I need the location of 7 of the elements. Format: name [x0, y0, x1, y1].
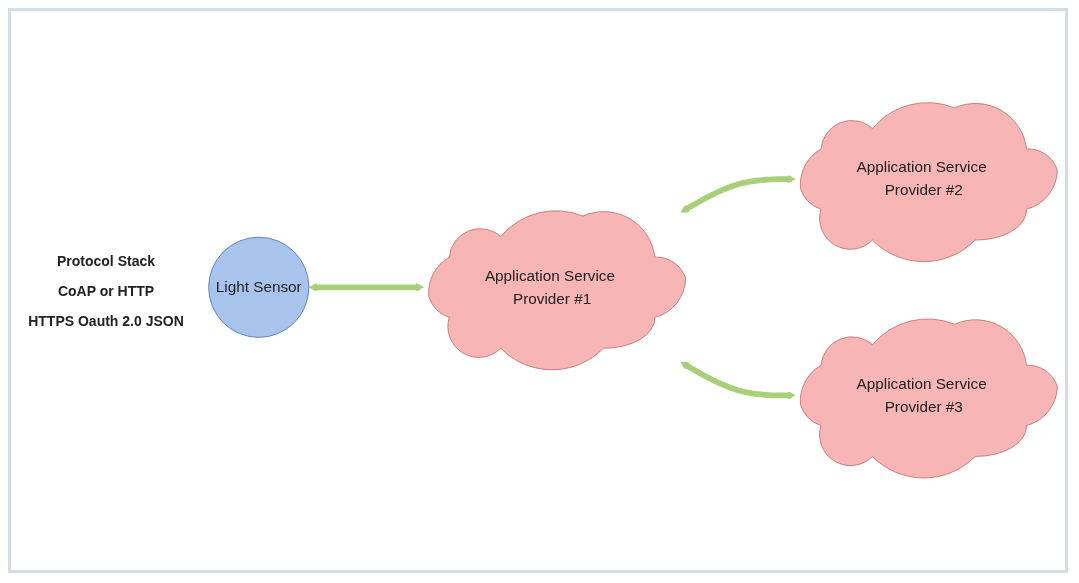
arrow: [308, 283, 424, 292]
arrow: [680, 175, 796, 214]
node-circle: Light Sensor: [208, 236, 310, 339]
arrow: [680, 361, 796, 400]
protocol-note: CoAP or HTTP: [56, 282, 156, 299]
protocol-note: HTTPS Oauth 2.0 JSON: [27, 312, 185, 329]
protocol-note: Protocol Stack: [56, 252, 156, 269]
